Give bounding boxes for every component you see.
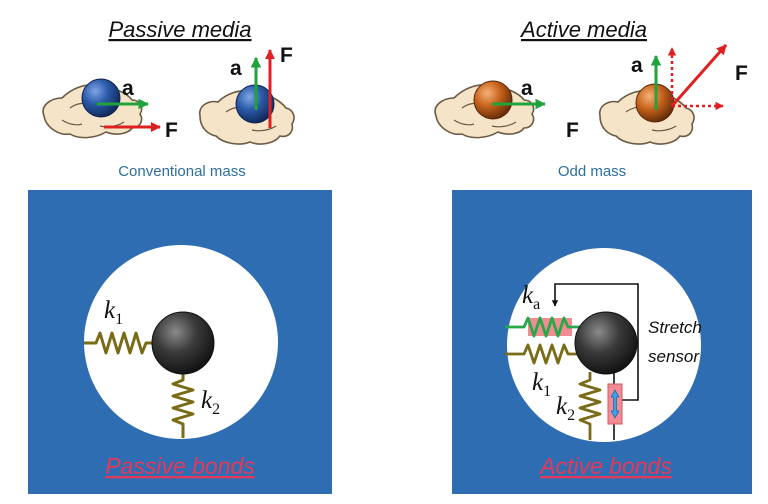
passive-bonds-panel: k1 k2 Passive bonds: [28, 190, 332, 494]
ball-icon: [473, 80, 513, 120]
k2-label: k2: [556, 393, 575, 424]
acceleration-label: a: [631, 54, 643, 77]
active-bonds-panel: ka k1 k2 Stretch sensor Active bonds: [452, 190, 752, 494]
k1-label: k1: [104, 297, 123, 328]
feedback-line: [551, 283, 639, 401]
ball-icon: [81, 78, 121, 118]
stretch-sensor-icon: [607, 372, 623, 440]
active-media-section: Active media a F a F Odd mass: [434, 17, 748, 180]
ka-label: ka: [522, 282, 540, 313]
ball-icon: [151, 311, 215, 375]
acceleration-label: a: [122, 77, 134, 100]
acceleration-label: a: [230, 57, 242, 80]
force-arrow: [670, 44, 728, 107]
spring-icon: [505, 316, 582, 338]
active-caption: Odd mass: [558, 163, 626, 180]
k1-label: k1: [532, 369, 551, 400]
spring-icon: [505, 343, 582, 365]
stretch-sensor-label-line2: sensor: [648, 347, 700, 366]
spring-icon: [84, 331, 154, 355]
force-label: F: [735, 62, 748, 85]
active-title: Active media: [519, 17, 647, 42]
stretch-sensor-label-line1: Stretch: [648, 318, 702, 337]
passive-caption: Conventional mass: [118, 163, 246, 180]
k2-label: k2: [201, 387, 220, 418]
passive-bonds-label: Passive bonds: [105, 453, 255, 479]
force-label: F: [165, 119, 178, 142]
force-label: F: [566, 119, 579, 142]
spring-icon: [578, 372, 602, 440]
passive-title: Passive media: [108, 17, 251, 42]
active-bonds-label: Active bonds: [538, 453, 672, 479]
ball-icon: [574, 311, 638, 375]
force-label: F: [280, 44, 293, 67]
spring-icon: [171, 372, 195, 438]
acceleration-label: a: [521, 77, 533, 100]
passive-media-section: Passive media a F a F Conventional mass: [42, 17, 295, 180]
